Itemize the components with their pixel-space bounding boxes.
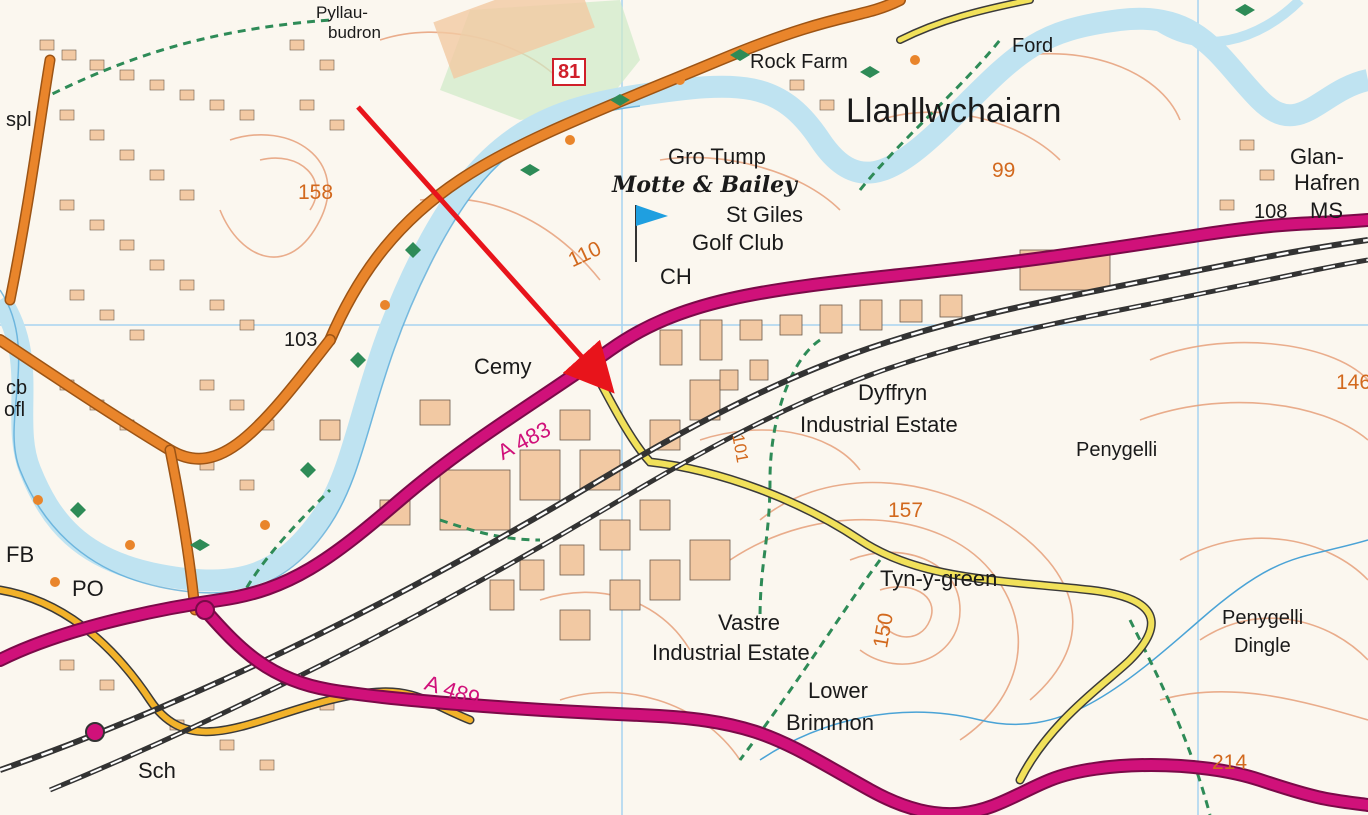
height-214: 214	[1212, 751, 1248, 774]
label-fb: FB	[6, 542, 35, 567]
flag-icon	[635, 205, 668, 262]
footpaths	[39, 18, 1212, 815]
roundabout	[195, 600, 215, 620]
label-penygelli-dingle-1: Penygelli	[1222, 607, 1304, 629]
label-cb: cb	[6, 377, 28, 399]
label-penygelli-dingle-2: Dingle	[1234, 635, 1291, 657]
station-marker	[85, 722, 105, 742]
contour-lines	[219, 31, 1368, 761]
height-101: 101	[728, 432, 753, 465]
height-146: 146	[1336, 371, 1368, 394]
label-pyllaubudron-1: Pyllau-	[316, 3, 368, 22]
label-ford: Ford	[1012, 35, 1054, 57]
label-cemy: Cemy	[474, 354, 532, 379]
tree-markers	[70, 4, 1255, 551]
label-penygelli: Penygelli	[1076, 439, 1158, 461]
stream	[759, 539, 1368, 761]
label-llanllwchaiarn: Llanllwchaiarn	[846, 92, 1062, 130]
label-st-giles: St Giles	[726, 202, 804, 227]
orange-dots	[33, 55, 920, 587]
label-pyllaubudron-2: budron	[328, 23, 381, 42]
label-brimmon: Brimmon	[786, 710, 875, 735]
b-road	[0, 0, 906, 616]
height-103: 103	[284, 329, 318, 351]
height-158: 158	[298, 181, 334, 204]
label-sch: Sch	[138, 758, 176, 783]
label-ms: MS	[1310, 198, 1343, 223]
label-vastre: Vastre	[718, 610, 780, 635]
height-99: 99	[992, 159, 1016, 182]
label-po: PO	[72, 576, 104, 601]
label-tyn-y-green: Tyn-y-green	[880, 566, 998, 591]
river-severn-outline	[0, 105, 641, 594]
label-rock-farm: Rock Farm	[750, 51, 848, 73]
label-golf-club: Golf Club	[692, 230, 784, 255]
height-157: 157	[888, 499, 924, 522]
label-gro-tump: Gro Tump	[668, 144, 766, 169]
height-108: 108	[1254, 201, 1288, 223]
label-ofl: ofl	[4, 399, 26, 421]
arrow-icon	[356, 105, 615, 394]
label-glan-hafren-1: Glan-	[1290, 144, 1344, 169]
label-vastre-industrial: Industrial Estate	[652, 640, 810, 665]
river-tributary	[1146, 0, 1304, 47]
label-spl: spl	[6, 109, 32, 131]
b-road-shield: 81	[552, 58, 587, 86]
label-dyffryn-industrial: Industrial Estate	[800, 412, 958, 437]
label-lower: Lower	[808, 678, 868, 703]
quarry-area	[433, 0, 595, 79]
label-motte-bailey: Motte & Bailey	[612, 172, 797, 198]
label-ch: CH	[660, 264, 692, 289]
label-glan-hafren-2: Hafren	[1294, 170, 1361, 195]
label-dyffryn: Dyffryn	[858, 380, 928, 405]
